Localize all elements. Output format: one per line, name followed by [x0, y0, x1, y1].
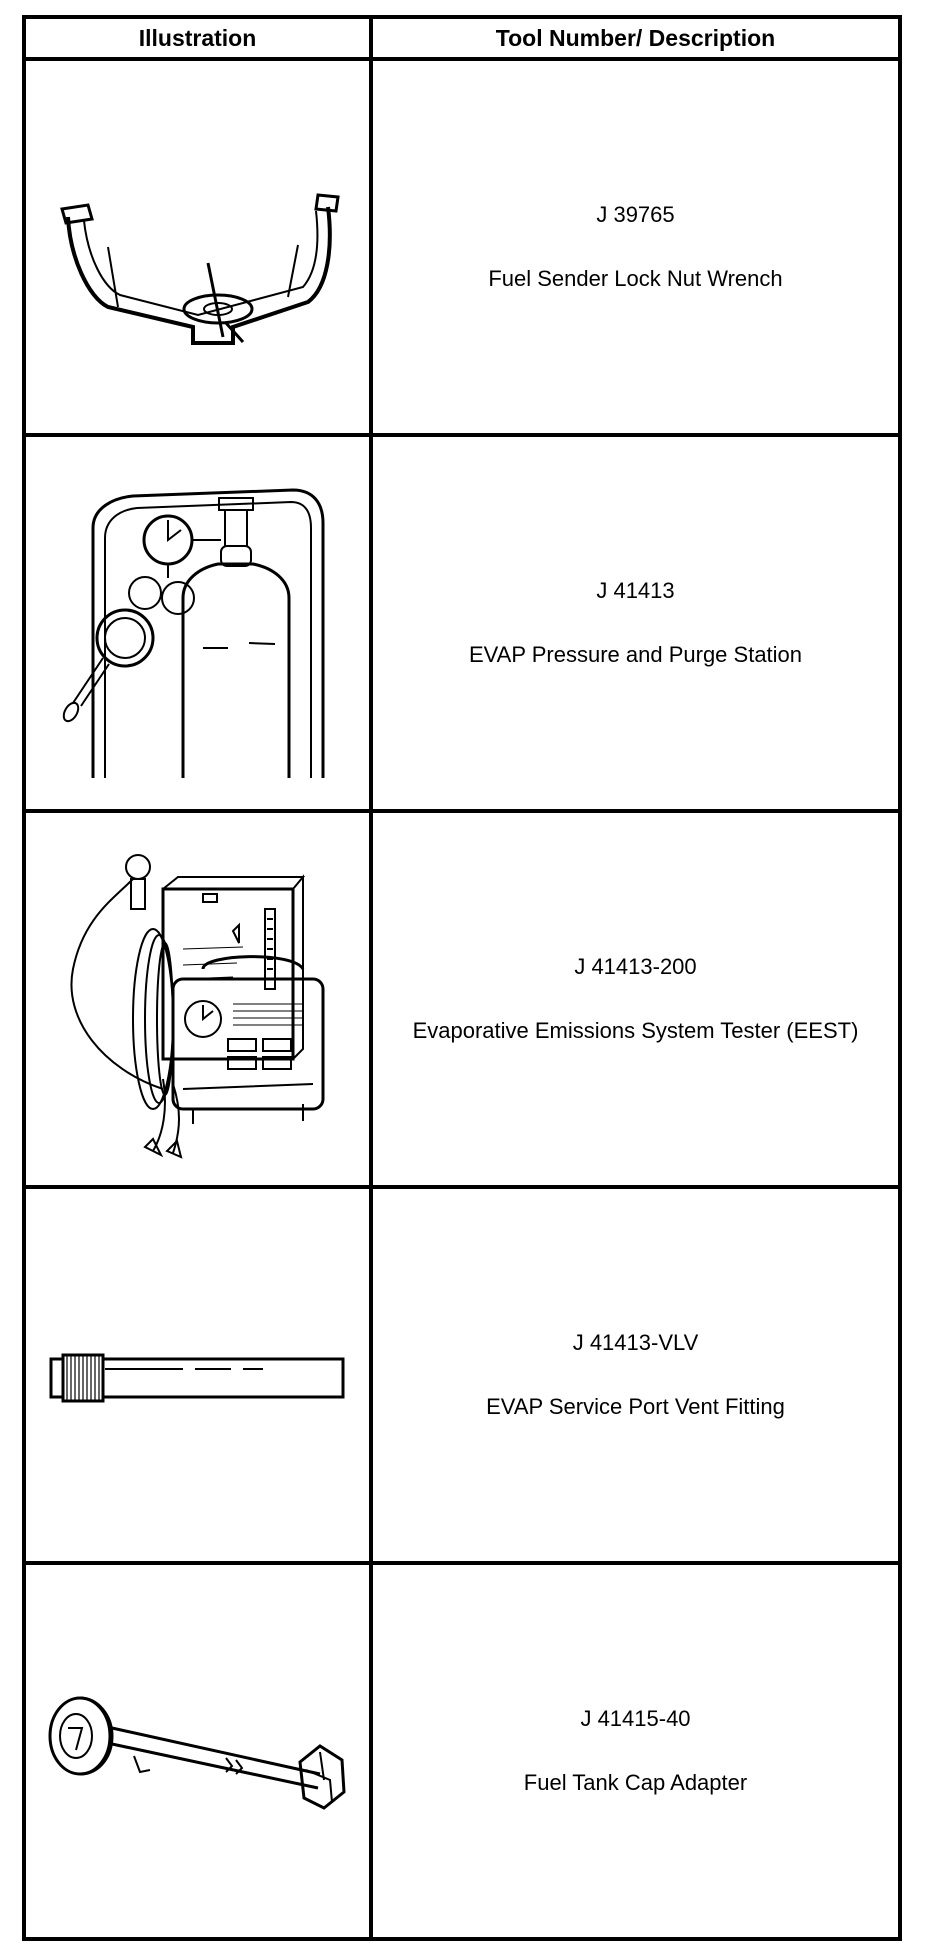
- tool-number: J 41413-VLV: [572, 1330, 699, 1355]
- header-illustration: Illustration: [22, 15, 373, 61]
- tool-number: J 41413-200: [574, 954, 697, 979]
- vent-fitting-icon: [43, 1335, 353, 1415]
- description-cell: J 41413-VLV EVAP Service Port Vent Fitti…: [369, 1185, 902, 1565]
- illustration-cell: [22, 433, 373, 813]
- header-description: Tool Number/ Description: [369, 15, 902, 61]
- description-cell: J 41415-40 Fuel Tank Cap Adapter: [369, 1561, 902, 1941]
- table-row: J 41413-200 Evaporative Emissions System…: [22, 809, 902, 1189]
- illustration-cell: [22, 1185, 373, 1565]
- tool-description: Fuel Sender Lock Nut Wrench: [488, 266, 783, 291]
- cap-adapter-icon: [38, 1676, 358, 1826]
- table-row: J 39765 Fuel Sender Lock Nut Wrench: [22, 57, 902, 437]
- lock-nut-wrench-icon: [48, 147, 348, 347]
- tool-number: J 41415-40: [580, 1706, 691, 1731]
- description-cell: J 41413 EVAP Pressure and Purge Station: [369, 433, 902, 813]
- emissions-tester-icon: [53, 839, 343, 1159]
- table-row: J 41413-VLV EVAP Service Port Vent Fitti…: [22, 1185, 902, 1565]
- description-cell: J 41413-200 Evaporative Emissions System…: [369, 809, 902, 1189]
- illustration-cell: [22, 57, 373, 437]
- tool-description: Evaporative Emissions System Tester (EES…: [412, 1018, 859, 1043]
- illustration-cell: [22, 809, 373, 1189]
- tool-number: J 41413: [596, 578, 675, 603]
- tool-table: Illustration Tool Number/ Description: [22, 15, 902, 1941]
- tool-description: EVAP Pressure and Purge Station: [468, 642, 803, 667]
- tool-description: Fuel Tank Cap Adapter: [523, 1770, 748, 1795]
- tool-number: J 39765: [596, 202, 675, 227]
- illustration-cell: [22, 1561, 373, 1941]
- table-row: J 41415-40 Fuel Tank Cap Adapter: [22, 1561, 902, 1941]
- description-cell: J 39765 Fuel Sender Lock Nut Wrench: [369, 57, 902, 437]
- purge-station-icon: [53, 468, 343, 778]
- tool-description: EVAP Service Port Vent Fitting: [486, 1394, 785, 1419]
- table-row: J 41413 EVAP Pressure and Purge Station: [22, 433, 902, 813]
- table-header-row: Illustration Tool Number/ Description: [22, 15, 902, 61]
